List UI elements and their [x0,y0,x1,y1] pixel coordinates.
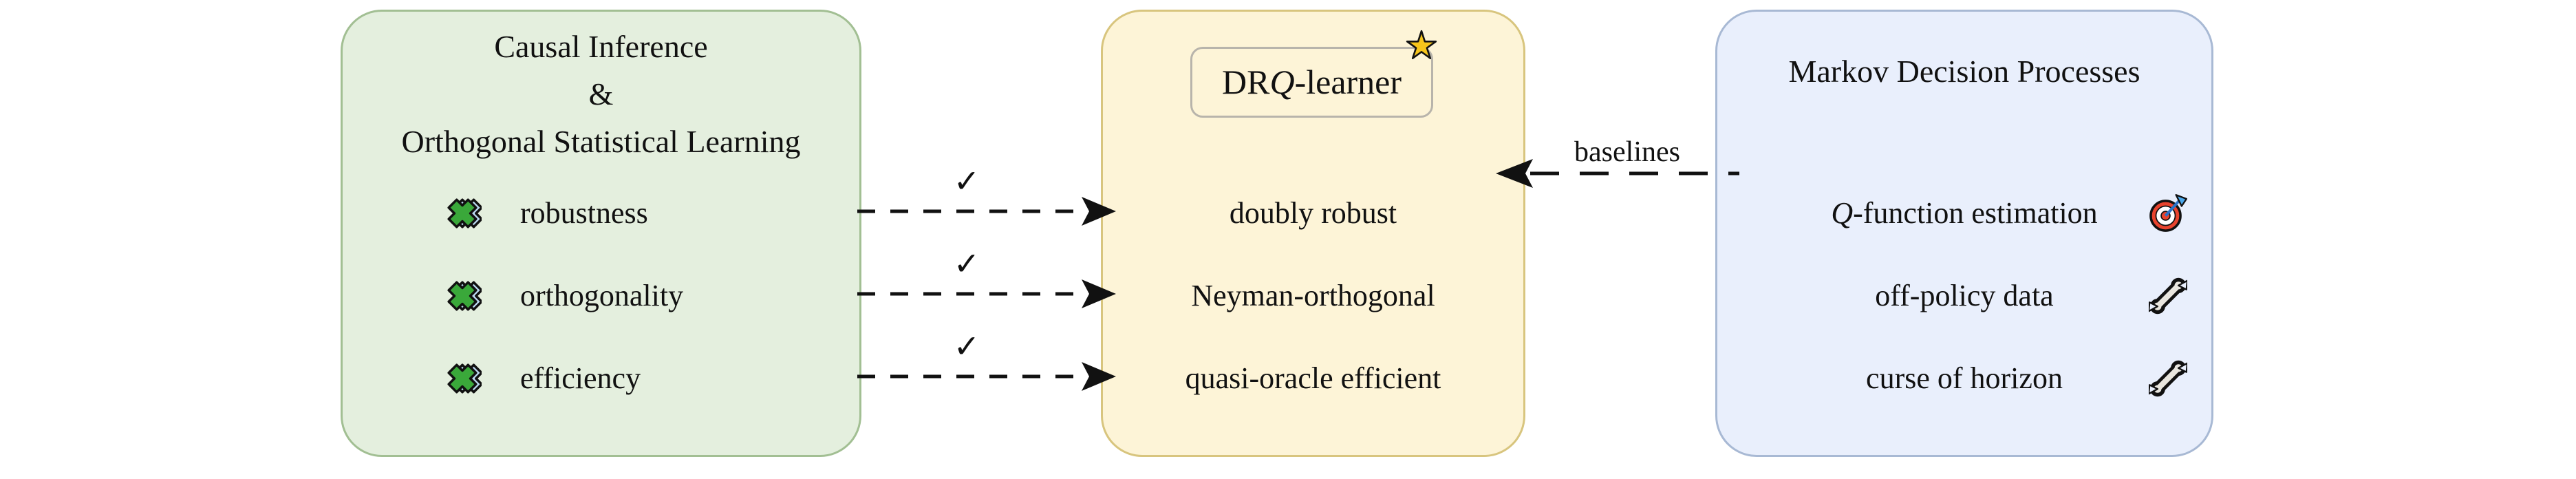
puzzle-piece-icon [447,281,482,311]
right-box-title: Markov Decision Processes [1788,54,2140,89]
drq-learner-box: DRQ-learner doubly robust Neyman-orthogo… [1101,10,1525,457]
right-item-label: Q-function estimation [1831,196,2098,230]
wrench-icon [2149,277,2187,315]
checkmark: ✓ [953,328,980,365]
mid-row-neyman-orthogonal: Neyman-orthogonal [1103,275,1523,317]
badge-text-q: Q [1269,63,1295,101]
badge-text-pre: DR [1222,63,1270,101]
right-item-label: off-policy data [1875,279,2054,312]
right-row-q-function: Q-function estimation [1717,193,2211,234]
mid-row-quasi-oracle-efficient: quasi-oracle efficient [1103,358,1523,399]
mid-row-doubly-robust: doubly robust [1103,193,1523,234]
left-row-orthogonality: orthogonality [343,275,859,317]
right-row-off-policy-data: off-policy data [1717,275,2211,317]
left-row-robustness: robustness [343,193,859,234]
checkmark: ✓ [953,162,980,200]
right-item-label: curse of horizon [1866,361,2063,395]
badge-text-post: -learner [1294,63,1402,101]
left-row-efficiency: efficiency [343,358,859,399]
target-icon [2149,194,2187,232]
left-item-label: efficiency [520,361,641,395]
mid-item-label: doubly robust [1229,196,1397,230]
left-box-title: Causal Inference & Orthogonal Statistica… [343,23,859,165]
left-title-line-2: & [588,76,614,111]
left-title-line-3: Orthogonal Statistical Learning [401,124,801,159]
left-title-line-1: Causal Inference [494,29,708,64]
left-item-label: orthogonality [520,279,684,312]
drq-learner-badge: DRQ-learner [1190,47,1433,118]
mdp-box: Markov Decision Processes Q-function est… [1715,10,2213,457]
mid-item-label: quasi-oracle efficient [1185,361,1441,395]
mid-item-label: Neyman-orthogonal [1191,279,1435,312]
left-item-label: robustness [520,196,648,230]
puzzle-piece-icon [447,363,482,394]
wrench-icon [2149,360,2187,397]
puzzle-piece-icon [447,198,482,228]
checkmark: ✓ [953,245,980,282]
star-icon [1406,30,1437,60]
right-row-curse-of-horizon: curse of horizon [1717,358,2211,399]
causal-inference-box: Causal Inference & Orthogonal Statistica… [341,10,861,457]
baselines-arrow-label: baselines [1574,136,1680,168]
